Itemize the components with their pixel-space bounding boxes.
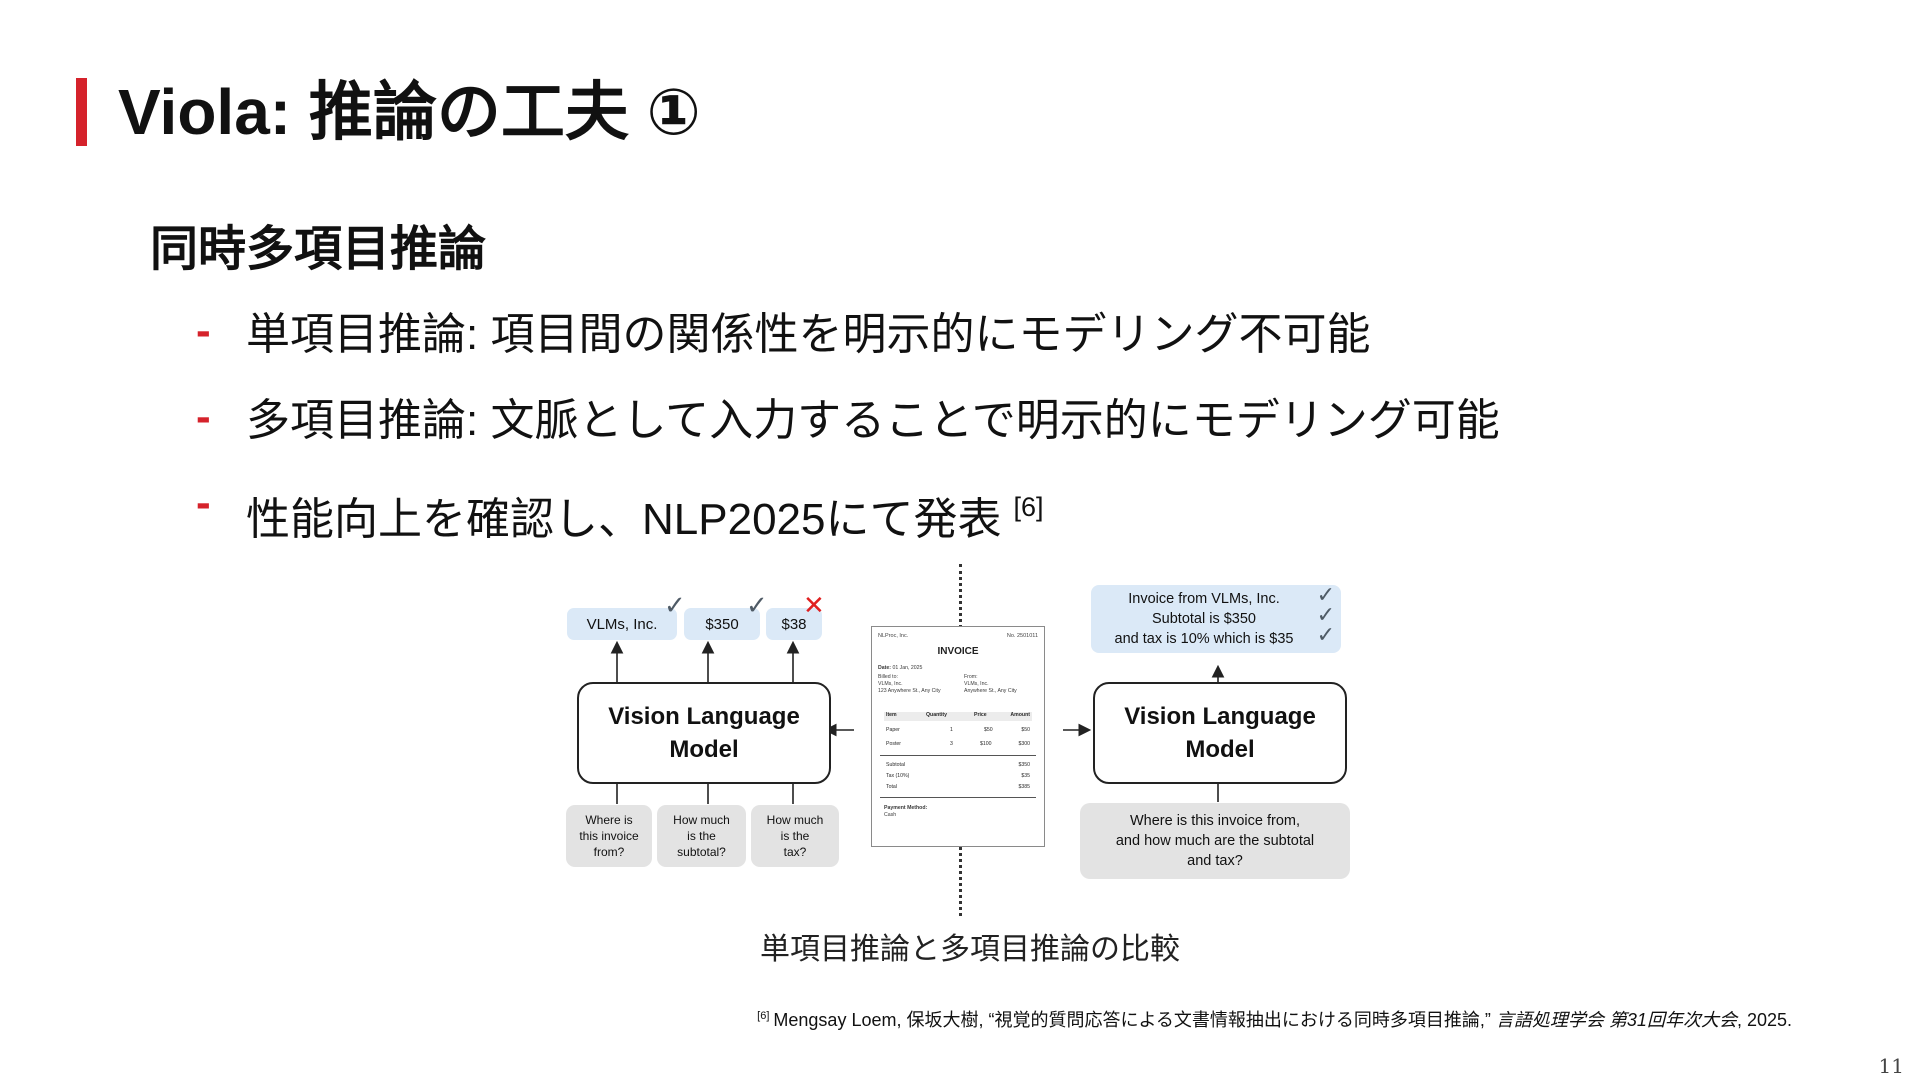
invoice-divider [880,755,1036,756]
footnote-venue: 言語処理学会 第31回年次大会 [1495,1010,1737,1030]
check-icon: ✓ [1316,602,1335,627]
joint-answer-box: Invoice from VLMs, Inc. Subtotal is $350… [1091,582,1341,653]
invoice-company: NLProc, Inc. [878,633,909,639]
footnote-text: Mengsay Loem, 保坂大樹, “視覚的質問応答による文書情報抽出におけ… [773,1010,1496,1030]
bullet-marker: - [196,306,211,355]
invoice-date: Date: 01 Jan, 2025 [878,665,923,671]
bullet-text: 性能向上を確認し、NLP2025にて発表 [246,495,1002,544]
vision-language-model-box: Vision Language Model [577,682,831,784]
bullet-text-with-citation: 性能向上を確認し、NLP2025にて発表 [6] [246,472,1044,555]
invoice-billed-to: Billed to: VLMs, Inc. 123 Anywhere St., … [878,674,941,694]
question-box: How much is the subtotal? [657,805,746,867]
invoice-table-header: Item Quantity Price Amount [884,712,1032,721]
invoice-from: From: VLMs, Inc. Anywhere St., Any City [964,674,1017,694]
check-icon: ✓ [664,590,686,620]
invoice-total: Total $385 [886,784,1030,790]
citation-marker: [6] [1013,492,1044,522]
answer-line: Invoice from VLMs, Inc. [1128,591,1280,607]
output-answer-subtotal: $350 [684,608,760,640]
bullet-marker: - [196,478,211,527]
bullet-text: 単項目推論: 項目間の関係性を明示的にモデリング不可能 [246,310,1371,359]
footnote: [6]Mengsay Loem, 保坂大樹, “視覚的質問応答による文書情報抽出… [757,1006,1792,1032]
invoice-heading: INVOICE [937,646,979,657]
invoice-tax: Tax (10%) $35 [886,773,1030,779]
figure-arrows [610,640,1225,804]
answer-line: Subtotal is $350 [1152,611,1256,627]
invoice-divider [880,797,1036,798]
vision-language-model-box: Vision Language Model [1093,682,1347,784]
invoice-document: NLProc, Inc. No. 2501011 INVOICE Date: 0… [871,626,1045,847]
invoice-number: No. 2501011 [1006,633,1038,639]
cross-icon: ✕ [803,590,825,620]
check-icon: ✓ [1316,622,1335,647]
title-accent-bar [76,78,87,146]
footnote-year: , 2025. [1736,1010,1792,1030]
footnote-marker: [6] [757,1010,770,1022]
figure-caption: 単項目推論と多項目推論の比較 [760,933,1180,966]
page-title: Viola: 推論の工夫 ① [118,76,701,148]
invoice-payment-method: Cash [884,812,897,818]
invoice-table-row: Poster 3 $100 $300 [886,741,1030,747]
question-box: How much is the tax? [751,805,839,867]
invoice-table-row: Paper 1 $50 $50 [886,727,1030,733]
invoice-payment-label: Payment Method: [884,805,928,811]
page-number: 11 [1878,1054,1904,1078]
check-icon: ✓ [746,590,768,620]
joint-question-box: Where is this invoice from, and how much… [1080,803,1350,879]
bullet-marker: - [196,392,211,441]
invoice-subtotal: Subtotal $350 [886,762,1030,768]
bullet-text: 多項目推論: 文脈として入力することで明示的にモデリング可能 [246,396,1500,445]
comparison-figure: VLMs, Inc. ✓ $350 ✓ $38 ✕ Vision Languag… [560,560,1360,920]
output-answer-tax: $38 [766,608,822,640]
output-answer-company: VLMs, Inc. [567,608,677,640]
question-box: Where is this invoice from? [566,805,652,867]
section-heading: 同時多項目推論 [150,223,487,276]
answer-line: and tax is 10% which is $35 [1114,631,1294,647]
check-icon: ✓ [1316,582,1335,607]
